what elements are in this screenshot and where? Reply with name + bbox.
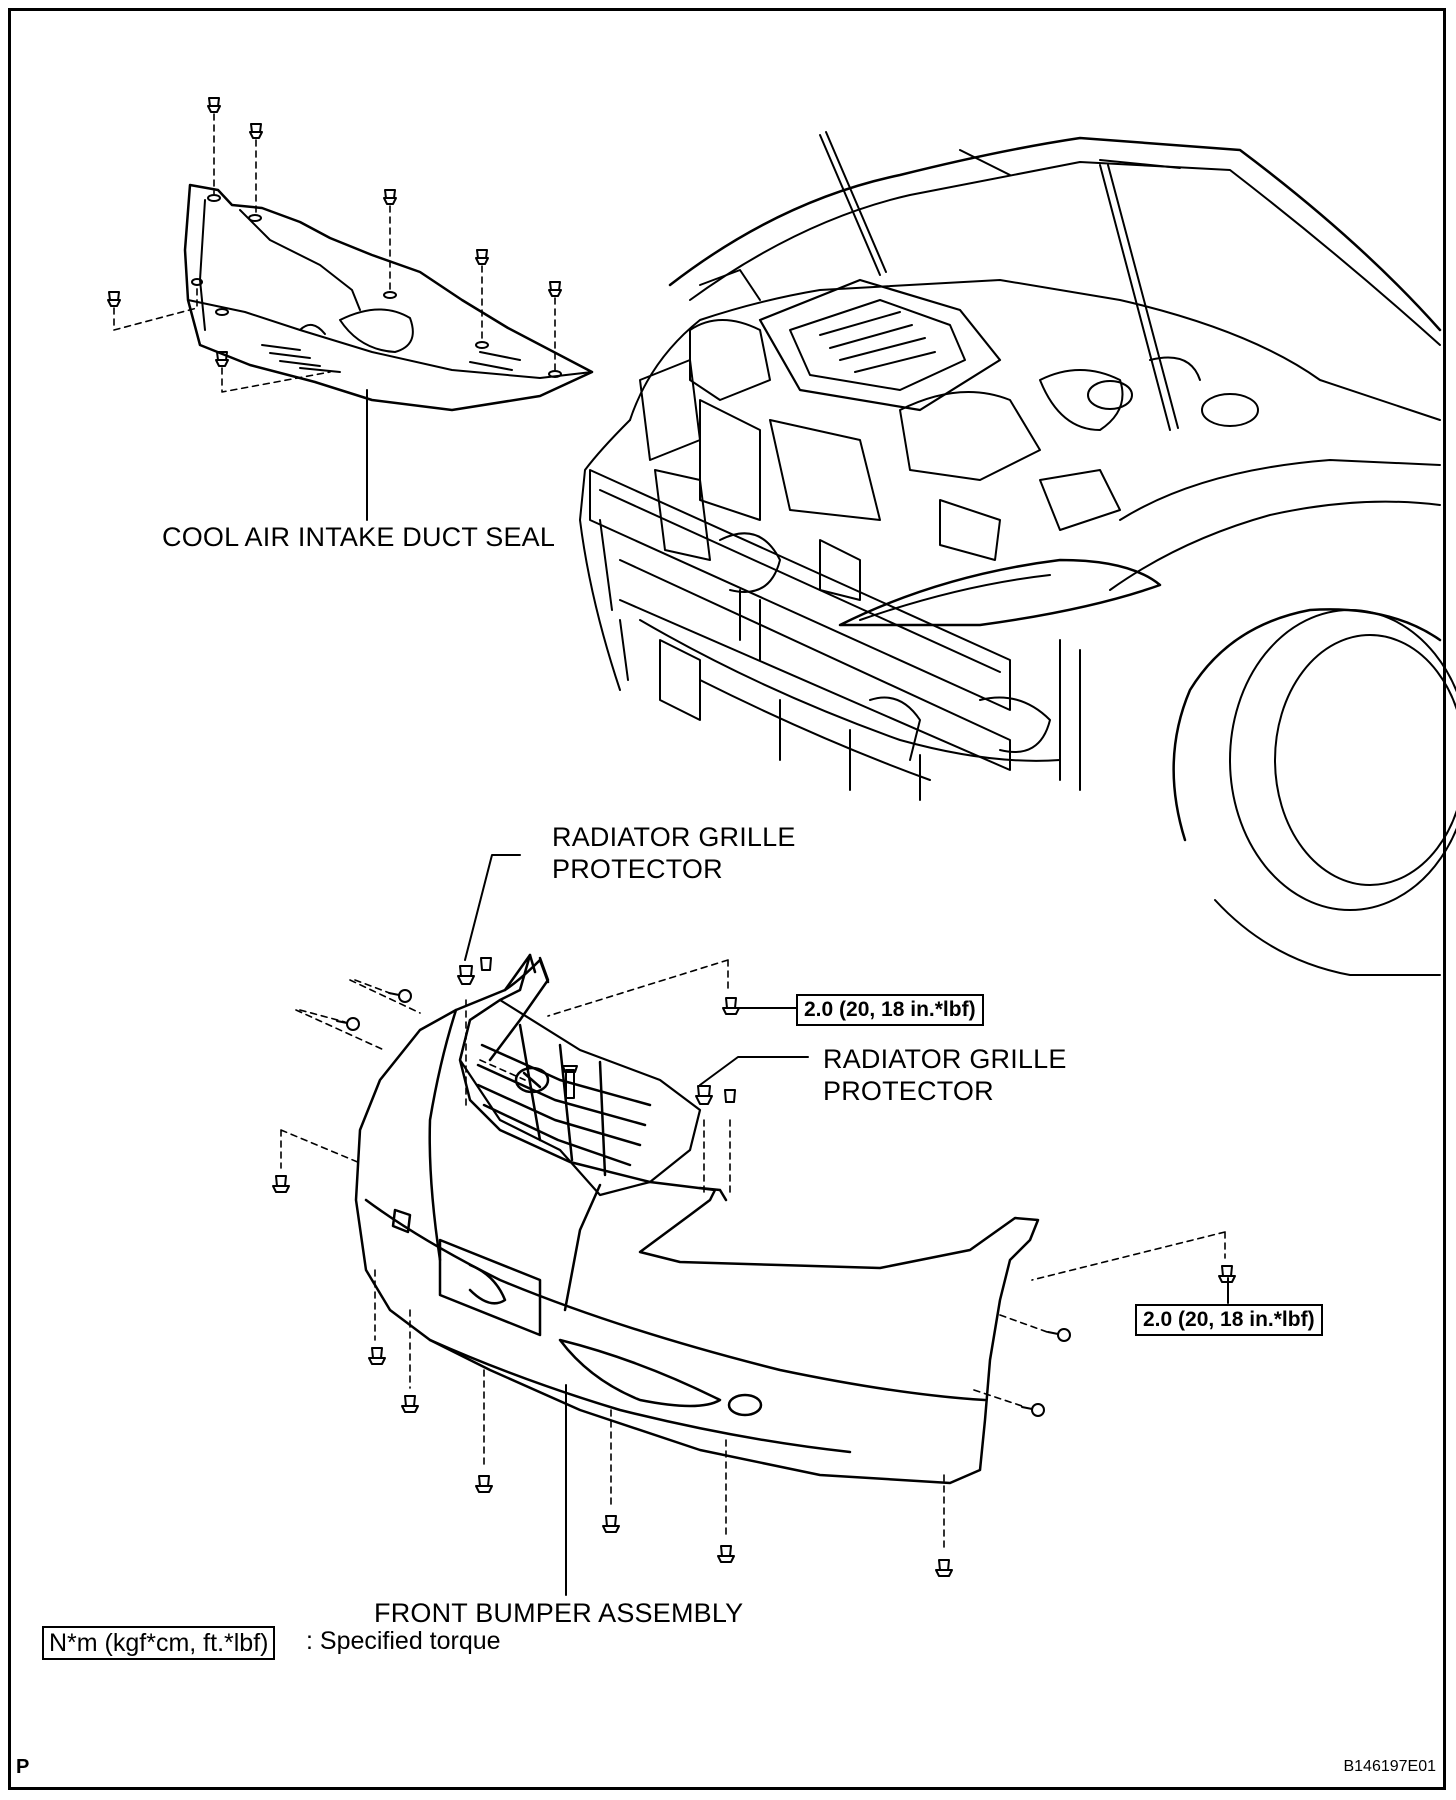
clip xyxy=(457,965,475,985)
radiator-grille-protector-label-line2: PROTECTOR xyxy=(552,854,723,884)
bolt xyxy=(475,1475,493,1493)
radiator-grille-protector-label-2-line1: RADIATOR GRILLE xyxy=(823,1044,1067,1074)
duct-seal-clips xyxy=(107,97,562,367)
bolt xyxy=(1218,1265,1236,1283)
clip xyxy=(207,97,221,113)
front-bumper-assembly-label: FRONT BUMPER ASSEMBLY xyxy=(374,1598,744,1628)
duct-seal-dashed-guides xyxy=(113,113,556,393)
cool-air-intake-duct-seal-part xyxy=(183,183,594,412)
clip xyxy=(480,957,492,971)
bolt xyxy=(401,1395,419,1413)
figure-id: B146197E01 xyxy=(1343,1758,1436,1775)
bumper-leader-lines xyxy=(464,854,1229,1596)
bolt xyxy=(722,997,740,1015)
torque-unit-legend-box: N*m (kgf*cm, ft.*lbf) xyxy=(42,1626,276,1660)
radiator-grille-protector-label-line1: RADIATOR GRILLE xyxy=(552,822,796,852)
bolt xyxy=(562,1065,578,1099)
screw xyxy=(336,1017,360,1031)
cool-air-intake-duct-seal-label: COOL AIR INTAKE DUCT SEAL xyxy=(162,522,556,552)
bolt xyxy=(717,1545,735,1563)
clip xyxy=(475,249,489,265)
bolt xyxy=(368,1347,386,1365)
corner-mark: P xyxy=(16,1756,30,1778)
bolt xyxy=(602,1515,620,1533)
screw xyxy=(1047,1328,1071,1342)
diagram-frame xyxy=(8,8,1446,1790)
clip xyxy=(383,189,397,205)
torque-spec-lower: 2.0 (20, 18 in.*lbf) xyxy=(1135,1304,1323,1336)
radiator-grille-protector-label-2-line2: PROTECTOR xyxy=(823,1076,994,1106)
clip xyxy=(107,291,121,307)
clip xyxy=(215,351,229,367)
clip xyxy=(724,1089,736,1103)
bolt xyxy=(272,1175,290,1193)
clip xyxy=(548,281,562,297)
torque-legend-description: : Specified torque xyxy=(306,1627,501,1655)
clip xyxy=(695,1085,713,1105)
screw xyxy=(1021,1403,1045,1417)
clip xyxy=(249,123,263,139)
bumper-fasteners xyxy=(272,957,1236,1577)
torque-spec-upper: 2.0 (20, 18 in.*lbf) xyxy=(796,994,984,1026)
front-bumper-assembly-part xyxy=(354,953,1040,1485)
vehicle-front-engine-bay xyxy=(579,131,1456,976)
bumper-dashed-guides xyxy=(280,959,1226,1553)
bolt xyxy=(935,1559,953,1577)
